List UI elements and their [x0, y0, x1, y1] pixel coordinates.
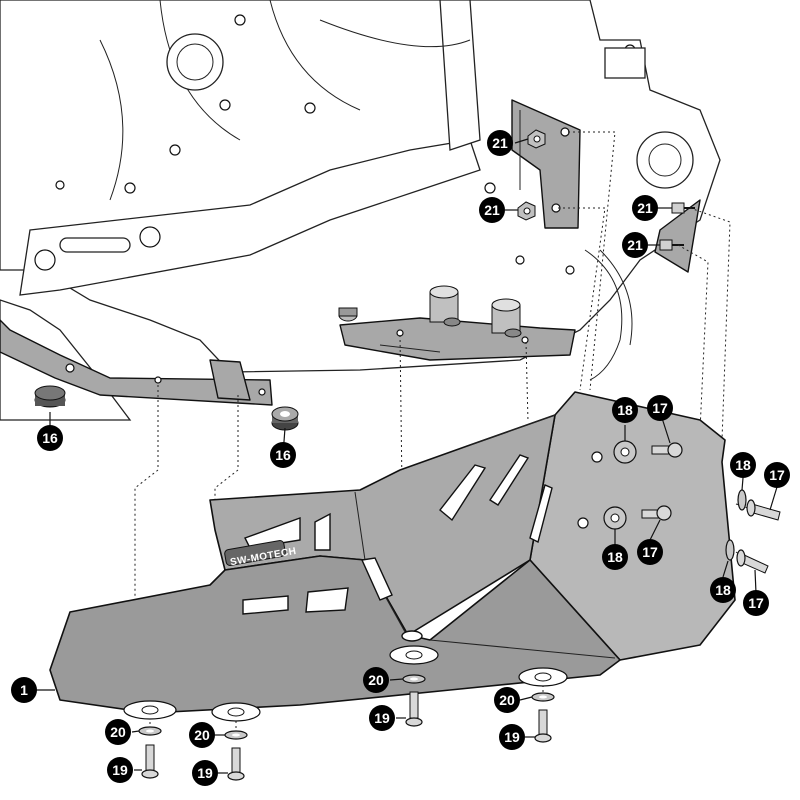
bolt-19a [141, 744, 159, 779]
callout-label: 19 [112, 762, 128, 778]
callout-17-c: 17 [764, 462, 790, 488]
callout-19-a: 19 [107, 757, 133, 783]
callout-label: 20 [194, 727, 210, 743]
rubber-buffer-right [271, 406, 299, 431]
bolt-17b [641, 505, 672, 521]
slot-i [401, 630, 423, 642]
left-mounting-rail [0, 319, 273, 406]
callout-label: 21 [637, 200, 653, 216]
engine-drawing [0, 0, 721, 421]
slot-e [439, 464, 487, 522]
callout-label: 16 [275, 447, 291, 463]
rubber-buffer-left [34, 385, 66, 408]
spacer-1 [429, 285, 461, 327]
bottom-hardware [138, 674, 555, 781]
side-hardware [603, 440, 781, 574]
washer-20a [138, 726, 162, 736]
washer-18c [737, 489, 747, 511]
callout-18-c: 18 [730, 452, 756, 478]
callout-19-b: 19 [192, 760, 218, 786]
callout-20-d: 20 [494, 687, 520, 713]
callout-16-left: 16 [37, 425, 63, 451]
spacer-2 [491, 298, 522, 338]
callout-label: 17 [642, 544, 658, 560]
bolt-19c [405, 691, 423, 727]
callout-label: 20 [499, 692, 515, 708]
slot-b [314, 512, 331, 551]
bolt-17a [651, 442, 683, 458]
callout-label: 18 [715, 582, 731, 598]
washer-18a [613, 440, 637, 464]
bolt-19b [227, 747, 245, 781]
slot-d [305, 587, 349, 613]
center-crossmember [338, 285, 576, 361]
callout-21-a: 21 [487, 130, 513, 156]
slot-a [244, 517, 301, 549]
skid-plate: SW-MOTECH [49, 391, 736, 722]
callout-label: 21 [627, 237, 643, 253]
callout-21-b: 21 [479, 197, 505, 223]
callout-16-right: 16 [270, 442, 296, 468]
slot-c [242, 595, 289, 615]
callout-label: 19 [197, 765, 213, 781]
callout-19-d: 19 [499, 724, 525, 750]
slot-f [489, 454, 530, 506]
callout-20-c: 20 [363, 667, 389, 693]
callout-18-b: 18 [602, 544, 628, 570]
callout-label: 17 [652, 400, 668, 416]
nut-21a [527, 129, 546, 149]
washer-20c [402, 674, 426, 684]
slot-g [529, 484, 553, 544]
right-upper-bracket [511, 99, 581, 229]
washer-18b [603, 506, 627, 530]
callout-17-d: 17 [743, 590, 769, 616]
bolt-17c [746, 499, 781, 521]
washer-20d [531, 692, 555, 702]
nut-crossmember [338, 307, 358, 322]
callout-label: 20 [368, 672, 384, 688]
callout-label: 18 [735, 457, 751, 473]
callout-label: 21 [484, 202, 500, 218]
callout-18-a: 18 [612, 397, 638, 423]
callout-21-d: 21 [622, 232, 648, 258]
bolt-19d [534, 709, 552, 743]
nut-21b [517, 201, 536, 221]
callouts: 1 16 16 21 21 21 21 18 17 18 17 18 17 18… [11, 130, 790, 786]
callout-label: 19 [504, 729, 520, 745]
callout-label: 19 [374, 710, 390, 726]
callout-17-b: 17 [637, 539, 663, 565]
callout-17-a: 17 [647, 395, 673, 421]
washer-20b [224, 730, 248, 740]
callout-19-c: 19 [369, 705, 395, 731]
callout-label: 17 [748, 595, 764, 611]
bolt-17d [736, 549, 769, 574]
callout-20-a: 20 [105, 719, 131, 745]
callout-20-b: 20 [189, 722, 215, 748]
callout-label: 21 [492, 135, 508, 151]
callout-label: 17 [769, 467, 785, 483]
callout-18-d: 18 [710, 577, 736, 603]
callout-label: 1 [20, 682, 28, 698]
callout-label: 18 [617, 402, 633, 418]
callout-label: 16 [42, 430, 58, 446]
callout-label: 18 [607, 549, 623, 565]
callout-label: 20 [110, 724, 126, 740]
leader-lines [36, 138, 778, 774]
callout-1: 1 [11, 677, 37, 703]
washer-18d [725, 539, 735, 561]
callout-21-c: 21 [632, 195, 658, 221]
slot-h [360, 557, 393, 601]
